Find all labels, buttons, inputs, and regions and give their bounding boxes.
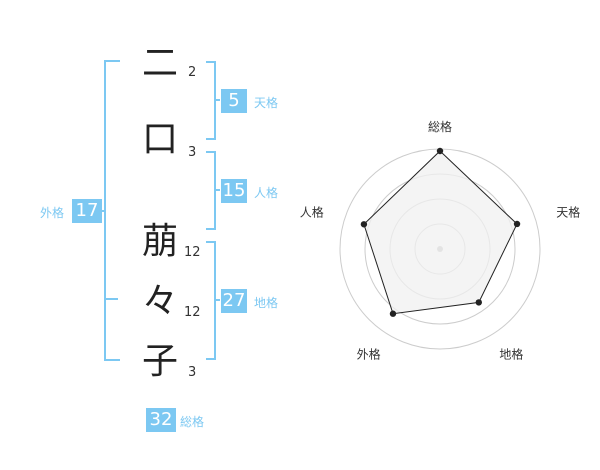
stroke-count-5: 3 [188,365,197,380]
radar-axis-label-1: 総格 [428,119,452,134]
chi-value-badge: 27 [221,289,247,313]
radar-axis-label-3: 地格 [499,347,523,362]
stroke-count-2: 3 [188,145,197,160]
name-char-5: 子 [141,341,178,382]
name-char-2: 口 [141,119,178,160]
radar-point-4 [389,310,397,317]
name-char-1: 二 [141,43,178,84]
gai-bracket-split [104,298,118,300]
sou-label: 総格 [180,415,205,429]
radar-point-3 [475,299,482,306]
sou-value-badge: 32 [146,408,176,432]
ten-label: 天格 [254,96,279,110]
gai-label: 外格 [40,206,65,220]
radar-area [363,150,518,315]
chi-label: 地格 [254,296,279,310]
name-char-3: 萠 [141,221,178,262]
stroke-count-3: 12 [184,245,201,260]
jin-label: 人格 [254,186,279,200]
radar-point-1 [436,147,444,155]
stroke-count-1: 2 [188,65,197,80]
jin-value-badge: 15 [221,179,247,203]
radar-point-2 [513,220,521,228]
radar-axis-label-2: 天格 [556,205,580,220]
gai-bracket-connector [98,210,106,212]
radar-point-5 [360,221,368,228]
gai-value-badge: 17 [72,199,102,223]
radar-axis-label-5: 人格 [300,205,324,220]
stroke-count-4: 12 [184,305,201,320]
radar-axis-label-4: 外格 [357,347,381,362]
jin-bracket-connector [214,189,220,191]
ten-value-badge: 5 [221,89,247,113]
name-char-4: 々 [141,281,178,322]
ten-bracket-connector [214,99,220,101]
gai-bracket [104,60,120,361]
chi-bracket-connector [214,299,220,301]
